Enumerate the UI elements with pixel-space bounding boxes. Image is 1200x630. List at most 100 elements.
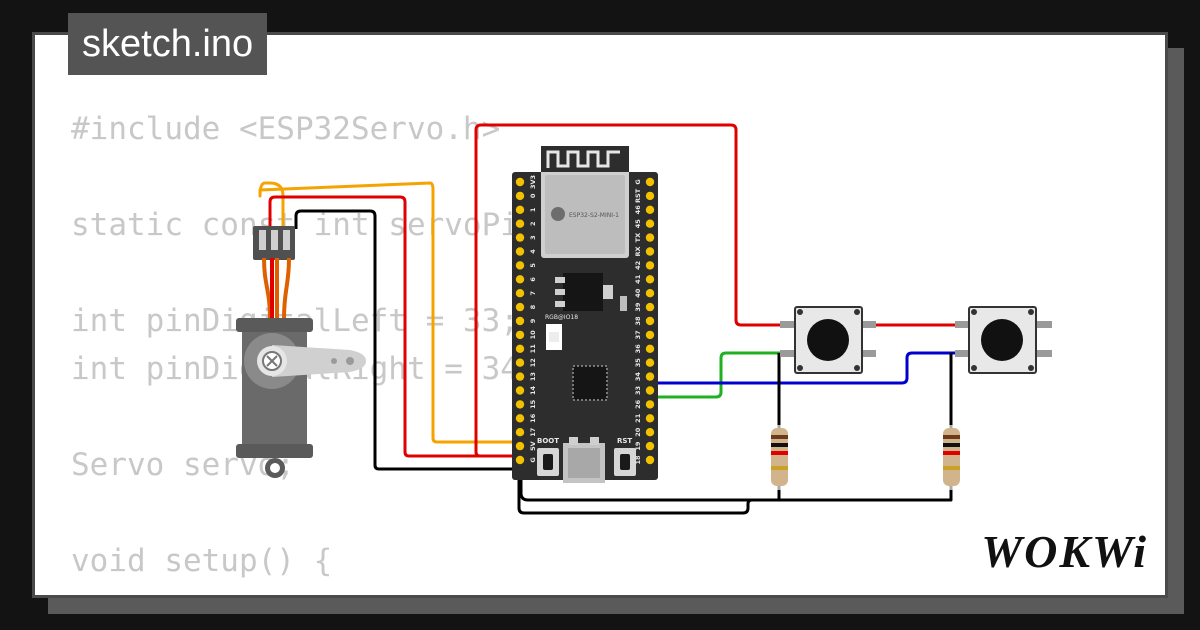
pin-41[interactable] bbox=[645, 275, 655, 284]
pin-label: 34 bbox=[634, 372, 642, 382]
pin-19[interactable] bbox=[645, 441, 655, 451]
pin-9[interactable] bbox=[515, 316, 525, 326]
pin-18[interactable] bbox=[645, 455, 655, 465]
espressif-logo-icon bbox=[551, 207, 565, 221]
code-line: #include <ESP32Servo.h> bbox=[71, 111, 501, 147]
pushbutton-left bbox=[780, 306, 876, 374]
resistor-left bbox=[771, 425, 788, 490]
pin-8[interactable] bbox=[515, 302, 525, 312]
pin-12[interactable] bbox=[515, 358, 525, 367]
pin-label: 45 bbox=[634, 219, 642, 229]
pin-10[interactable] bbox=[515, 330, 525, 340]
pin-label: RST bbox=[634, 188, 642, 203]
pin-label: 20 bbox=[634, 427, 642, 437]
pin-40[interactable] bbox=[645, 289, 655, 298]
pin-34[interactable] bbox=[645, 372, 655, 381]
pin-2[interactable] bbox=[515, 219, 525, 228]
wire-gpio33 bbox=[648, 351, 790, 399]
pin-label: 12 bbox=[529, 358, 537, 367]
pin-1[interactable] bbox=[515, 205, 525, 214]
pin-11[interactable] bbox=[515, 344, 525, 353]
file-tab[interactable]: sketch.ino bbox=[68, 13, 268, 75]
pin-14[interactable] bbox=[515, 386, 525, 395]
pin-label: 11 bbox=[529, 344, 537, 354]
pin-5[interactable] bbox=[515, 261, 525, 270]
pin-39[interactable] bbox=[645, 302, 655, 312]
pin-label: 1 bbox=[529, 207, 537, 212]
pin-label: 13 bbox=[529, 372, 537, 381]
pin-16[interactable] bbox=[515, 414, 525, 423]
pin-46[interactable] bbox=[645, 205, 655, 214]
pin-label: 37 bbox=[634, 330, 642, 339]
pin-label: 41 bbox=[634, 274, 642, 284]
pin-label: 14 bbox=[529, 386, 537, 396]
pin-rx[interactable] bbox=[645, 247, 655, 256]
pin-0[interactable] bbox=[515, 191, 525, 201]
boot-label: BOOT bbox=[537, 437, 559, 445]
pin-label: 17 bbox=[529, 428, 537, 437]
pin-6[interactable] bbox=[515, 275, 525, 284]
pin-g[interactable] bbox=[515, 455, 525, 465]
wire-servo-power bbox=[268, 195, 521, 458]
pin-45[interactable] bbox=[645, 219, 655, 228]
pin-tx[interactable] bbox=[645, 233, 655, 242]
pin-33[interactable] bbox=[645, 386, 655, 395]
wire-servo-signal bbox=[258, 181, 521, 444]
pin-3v3[interactable] bbox=[515, 177, 525, 187]
pin-label: 33 bbox=[634, 386, 642, 395]
pin-4[interactable] bbox=[515, 247, 525, 256]
pin-7[interactable] bbox=[515, 289, 525, 298]
pin-label: TX bbox=[634, 233, 642, 242]
pin-label: RX bbox=[634, 246, 642, 256]
pin-label: G bbox=[529, 457, 537, 462]
pin-label: 35 bbox=[634, 358, 642, 368]
pin-label: 38 bbox=[634, 316, 642, 326]
pin-36[interactable] bbox=[645, 344, 655, 353]
mcu-chip bbox=[572, 365, 608, 401]
chip-label: ESP32-S2-MINI-1 bbox=[569, 212, 619, 219]
pin-35[interactable] bbox=[645, 358, 655, 367]
pin-label: 3 bbox=[529, 235, 537, 240]
code-line: void setup() { bbox=[71, 543, 333, 579]
wire-gpio34 bbox=[648, 351, 965, 385]
pin-label: 19 bbox=[634, 441, 642, 451]
wokwi-logo: WOKWi bbox=[981, 526, 1148, 577]
right-pin-header: GRST4645TXRX4241403938373635343326212019… bbox=[634, 177, 655, 465]
pin-rst[interactable] bbox=[645, 191, 655, 201]
wire-ground-return-2 bbox=[517, 480, 953, 515]
antenna-trace bbox=[546, 150, 620, 168]
pin-label: 4 bbox=[529, 249, 537, 254]
pin-label: 9 bbox=[529, 318, 537, 323]
pin-label: 40 bbox=[634, 288, 642, 298]
pin-37[interactable] bbox=[645, 330, 655, 340]
pin-15[interactable] bbox=[515, 400, 525, 409]
pin-17[interactable] bbox=[515, 428, 525, 437]
pin-3[interactable] bbox=[515, 233, 525, 242]
pin-38[interactable] bbox=[645, 316, 655, 326]
servo-horn bbox=[272, 345, 366, 377]
pin-26[interactable] bbox=[645, 400, 655, 409]
pin-label: G bbox=[634, 179, 642, 184]
pin-5v[interactable] bbox=[515, 441, 525, 451]
pin-g[interactable] bbox=[645, 177, 655, 187]
wire-ground-return bbox=[519, 469, 781, 502]
pin-13[interactable] bbox=[515, 372, 525, 381]
servo-cable bbox=[262, 257, 291, 319]
pin-label: 5 bbox=[529, 263, 537, 268]
pin-42[interactable] bbox=[645, 261, 655, 270]
pin-label: 10 bbox=[529, 330, 537, 340]
wire-5v-button bbox=[474, 123, 790, 458]
pin-21[interactable] bbox=[645, 414, 655, 423]
pin-label: 3V3 bbox=[529, 175, 537, 189]
pin-label: 18 bbox=[634, 455, 642, 465]
pin-label: 39 bbox=[634, 302, 642, 312]
wires bbox=[258, 123, 965, 515]
pushbutton-right bbox=[955, 306, 1052, 374]
pin-label: 46 bbox=[634, 205, 642, 215]
pushbutton-cap bbox=[981, 319, 1023, 361]
pin-label: 36 bbox=[634, 344, 642, 354]
pin-20[interactable] bbox=[645, 428, 655, 437]
pin-label: 8 bbox=[529, 304, 537, 309]
